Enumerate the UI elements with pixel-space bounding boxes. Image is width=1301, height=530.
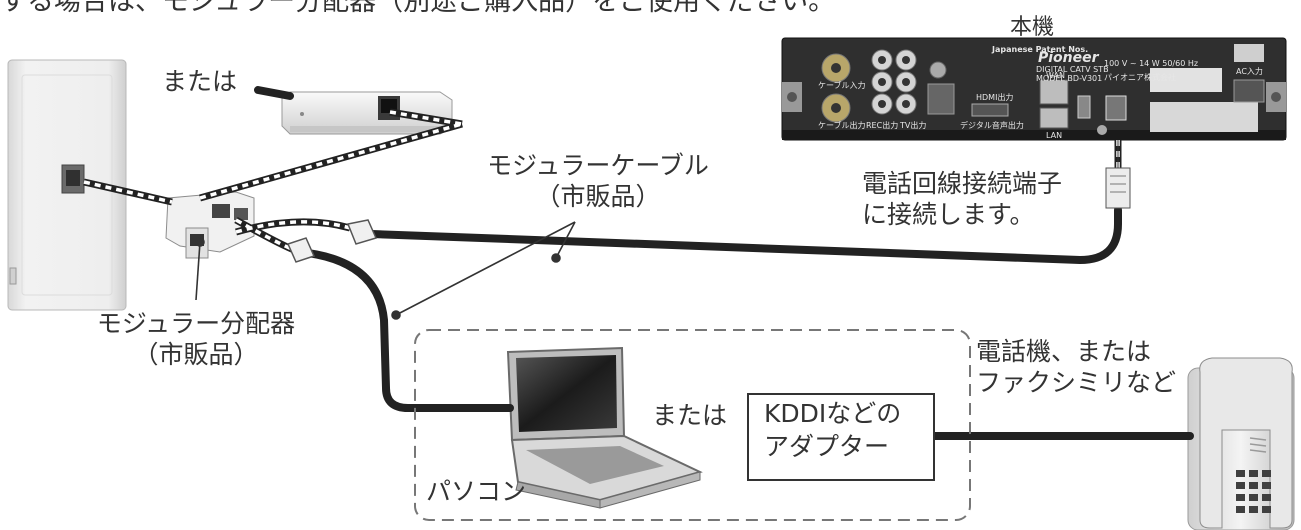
adapter-box-top bbox=[281, 91, 453, 135]
svg-text:WAN: WAN bbox=[1046, 71, 1065, 80]
splitter-label-line2: （市販品） bbox=[133, 340, 259, 370]
splitter-label-line1: モジュラー分配器 bbox=[96, 309, 296, 338]
svg-text:Japanese Patent Nos.: Japanese Patent Nos. bbox=[991, 45, 1088, 54]
telephone bbox=[1187, 357, 1295, 530]
svg-text:MODEL BD-V301: MODEL BD-V301 bbox=[1036, 74, 1102, 83]
or-label-pc: または bbox=[652, 401, 728, 430]
svg-text:LAN: LAN bbox=[1046, 131, 1062, 140]
svg-text:REC出力: REC出力 bbox=[866, 120, 898, 130]
svg-text:HDMI出力: HDMI出力 bbox=[976, 92, 1013, 102]
modular-splitter bbox=[165, 191, 255, 259]
svg-text:パイオニア株式会社: パイオニア株式会社 bbox=[1104, 72, 1176, 82]
svg-text:AC入力: AC入力 bbox=[1236, 66, 1263, 76]
svg-text:Pioneer: Pioneer bbox=[1038, 50, 1100, 66]
pc-label: パソコン bbox=[426, 477, 527, 506]
main-unit-label: 本機 bbox=[1010, 15, 1055, 40]
kddi-adapter-label-line1: KDDIなどの bbox=[764, 399, 902, 428]
phone-fax-label-line1: 電話機、または bbox=[976, 337, 1152, 366]
or-label-adapter: または bbox=[162, 67, 238, 96]
svg-text:100 V ~ 14 W 50/60 Hz: 100 V ~ 14 W 50/60 Hz bbox=[1104, 59, 1198, 68]
modular-cable-label-line2: （市販品） bbox=[535, 182, 661, 212]
svg-text:DIGITAL CATV STB: DIGITAL CATV STB bbox=[1036, 65, 1109, 74]
pc-adapter-group-box bbox=[414, 329, 971, 521]
phone-port-label: 電話回線接続端子 に接続します。 bbox=[862, 168, 1062, 231]
laptop bbox=[506, 346, 703, 509]
splitter-label: モジュラー分配器 （市販品） bbox=[86, 308, 306, 371]
modular-cable-label-line1: モジュラーケーブル bbox=[487, 151, 709, 180]
svg-text:ケーブル入力: ケーブル入力 bbox=[818, 80, 866, 90]
leader-lines bbox=[195, 140, 1119, 320]
svg-text:ケーブル出力: ケーブル出力 bbox=[818, 120, 866, 130]
phone-fax-label-line2: ファクシミリなど bbox=[976, 368, 1177, 398]
kddi-adapter-box bbox=[747, 393, 935, 481]
main-unit bbox=[781, 37, 1287, 141]
kddi-adapter-label: KDDIなどの アダプター bbox=[764, 398, 901, 463]
svg-text:TV出力: TV出力 bbox=[899, 120, 926, 130]
kddi-adapter-label-line2: アダプター bbox=[764, 431, 890, 461]
svg-text:デジタル音声出力: デジタル音声出力 bbox=[960, 120, 1024, 130]
modular-cable-label: モジュラーケーブル （市販品） bbox=[478, 150, 718, 213]
phone-port-label-line1: 電話回線接続端子 bbox=[862, 169, 1063, 198]
phone-port-label-line2: に接続します。 bbox=[862, 200, 1035, 230]
device-panel-labels: Japanese Patent Nos. Pioneer DIGITAL CAT… bbox=[818, 45, 1263, 140]
top-banner-text: する場合は、モジュラー分配器（別途ご購入品）をご使用ください。 bbox=[0, 0, 836, 17]
phone-fax-label: 電話機、または ファクシミリなど bbox=[976, 336, 1176, 399]
cables bbox=[254, 86, 1194, 440]
